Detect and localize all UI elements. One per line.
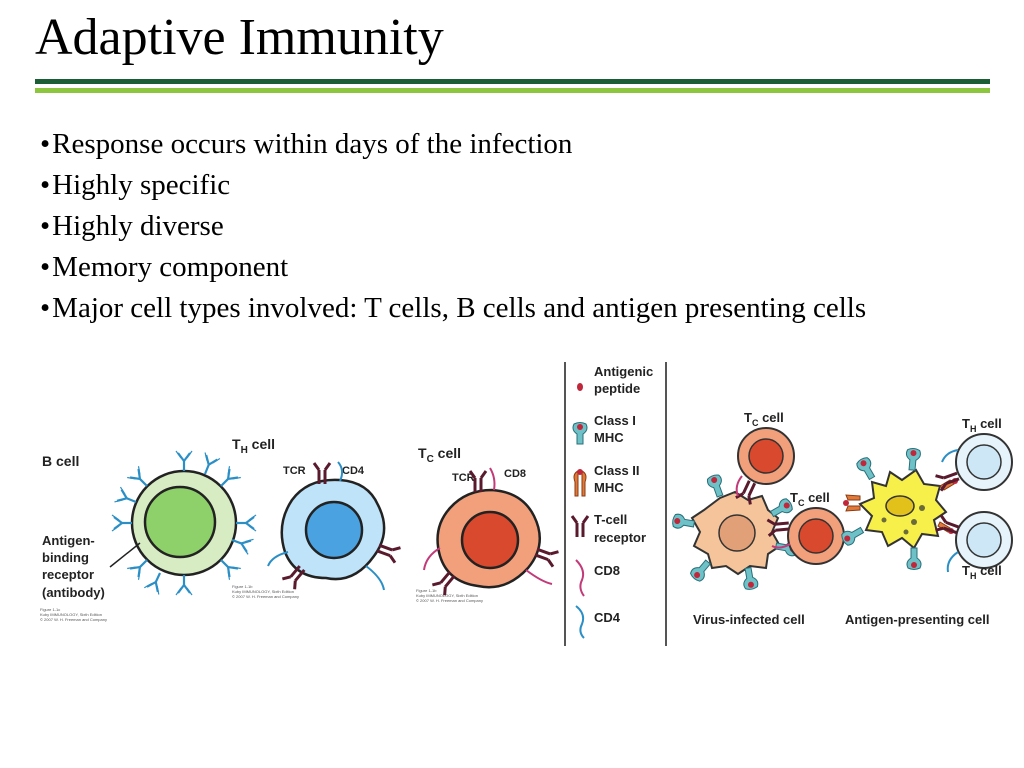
receptor-label-line2: binding [42, 550, 89, 565]
bullet-dot: • [40, 210, 51, 242]
th-cell-top-nucleus [966, 444, 1002, 480]
tc-cell-caption-3: © 2007 W. H. Freeman and Company [416, 598, 483, 603]
bullet-item: •Memory component [40, 247, 980, 288]
legend-mhc1-line2: MHC [594, 430, 624, 445]
apc-th-bottom-label: TH cell [962, 563, 1002, 581]
b-cell-nucleus [143, 485, 217, 559]
bullet-text: Response occurs within days of the infec… [52, 128, 573, 160]
class-ii-mhc-icon [573, 469, 587, 497]
th-cd4-coreceptor [365, 565, 385, 591]
tc-cd8-coreceptor [489, 467, 496, 491]
apc-panel-caption: Antigen-presenting cell [845, 612, 989, 627]
b-cell-caption-1: Figure 1-1c [40, 607, 60, 612]
bullet-item: •Major cell types involved: T cells, B c… [40, 288, 980, 329]
cd4-icon [575, 605, 585, 639]
th-tcr-label: TCR [283, 465, 306, 477]
virus-infected-nucleus [718, 514, 756, 552]
tc-binding-cd8 [735, 475, 743, 497]
legend-mhc1-line1: Class I [594, 413, 636, 428]
b-cell-caption-2: Kuby IMMUNOLOGY, Sixth Edition [40, 612, 102, 617]
tc-cd8-coreceptor [525, 569, 553, 585]
title-rule-dark [35, 79, 990, 84]
legend-tcr-line1: T-cell [594, 512, 627, 527]
tc-cell-caption-1: Figure 1-1b [416, 588, 437, 593]
bullet-item: •Response occurs within days of the infe… [40, 124, 980, 165]
tc-cd8-label: CD8 [504, 468, 526, 480]
receptor-label-line3: receptor [42, 567, 94, 582]
title-rule-light [35, 88, 990, 93]
tc-cell-top-nucleus [748, 438, 784, 474]
th-binding-cd4 [941, 449, 959, 463]
th-cd4-coreceptor [337, 461, 344, 482]
tc-cell-nucleus [460, 510, 520, 570]
virus-panel-caption: Virus-infected cell [693, 612, 805, 627]
th-binding-cd4 [946, 551, 959, 573]
bullet-dot: • [40, 292, 51, 324]
immune-cells-figure: B cell Antigen- binding receptor (antibo… [40, 362, 1013, 646]
th-cell-nucleus [304, 500, 364, 560]
virus-tc-top-label: TC cell [744, 410, 784, 428]
tc-cd8-coreceptor [423, 547, 441, 571]
legend-cd4-label: CD4 [594, 610, 621, 625]
legend-mhc2-line2: MHC [594, 480, 624, 495]
tc-cell-bottom-nucleus [798, 518, 834, 554]
tc-binding-cd8 [771, 543, 791, 549]
apc-vesicles [881, 505, 925, 535]
legend-peptide-line2: peptide [594, 381, 640, 396]
th-cell-caption-1: Figure 1-1b [232, 584, 253, 589]
receptor-label-line1: Antigen- [42, 533, 95, 548]
bullet-text: Highly specific [52, 169, 231, 201]
bullet-text: Major cell types involved: T cells, B ce… [52, 292, 867, 324]
legend-tcr-line2: receptor [594, 530, 646, 545]
th-cd4-label: CD4 [342, 465, 365, 477]
bullet-text: Memory component [52, 251, 289, 283]
slide-title: Adaptive Immunity [35, 9, 444, 66]
legend-cd8-label: CD8 [594, 563, 620, 578]
bullet-item: •Highly specific [40, 165, 980, 206]
virus-tc-bottom-label: TC cell [790, 490, 830, 508]
receptor-pointer [109, 542, 141, 568]
tc-cell-label: TC cell [418, 445, 461, 465]
bullet-dot: • [40, 169, 51, 201]
cd8-icon [575, 559, 585, 597]
th-cd4-coreceptor [267, 551, 289, 567]
th-cell-label: TH cell [232, 436, 275, 456]
th-cell-caption-3: © 2007 W. H. Freeman and Company [232, 594, 299, 599]
th-cell-caption-2: Kuby IMMUNOLOGY, Sixth Edition [232, 589, 294, 594]
legend-peptide-line1: Antigenic [594, 364, 653, 379]
apc-th-top-label: TH cell [962, 416, 1002, 434]
apc-nucleus [885, 495, 915, 517]
t-cell-receptor-icon [570, 514, 590, 539]
th-cell-bottom-nucleus [966, 522, 1002, 558]
class-i-mhc-icon [572, 422, 588, 445]
tc-cell-caption-2: Kuby IMMUNOLOGY, Sixth Edition [416, 593, 478, 598]
b-cell-caption-3: © 2007 W. H. Freeman and Company [40, 617, 107, 622]
bullet-list: •Response occurs within days of the infe… [40, 124, 980, 329]
tc-tcr-label: TCR [452, 472, 475, 484]
receptor-label-line4: (antibody) [42, 585, 105, 600]
bullet-item: •Highly diverse [40, 206, 980, 247]
b-cell-label: B cell [42, 453, 79, 469]
bullet-dot: • [40, 128, 51, 160]
bullet-dot: • [40, 251, 51, 283]
bullet-text: Highly diverse [52, 210, 224, 242]
legend-mhc2-line1: Class II [594, 463, 640, 478]
antigenic-peptide-icon [577, 383, 583, 391]
